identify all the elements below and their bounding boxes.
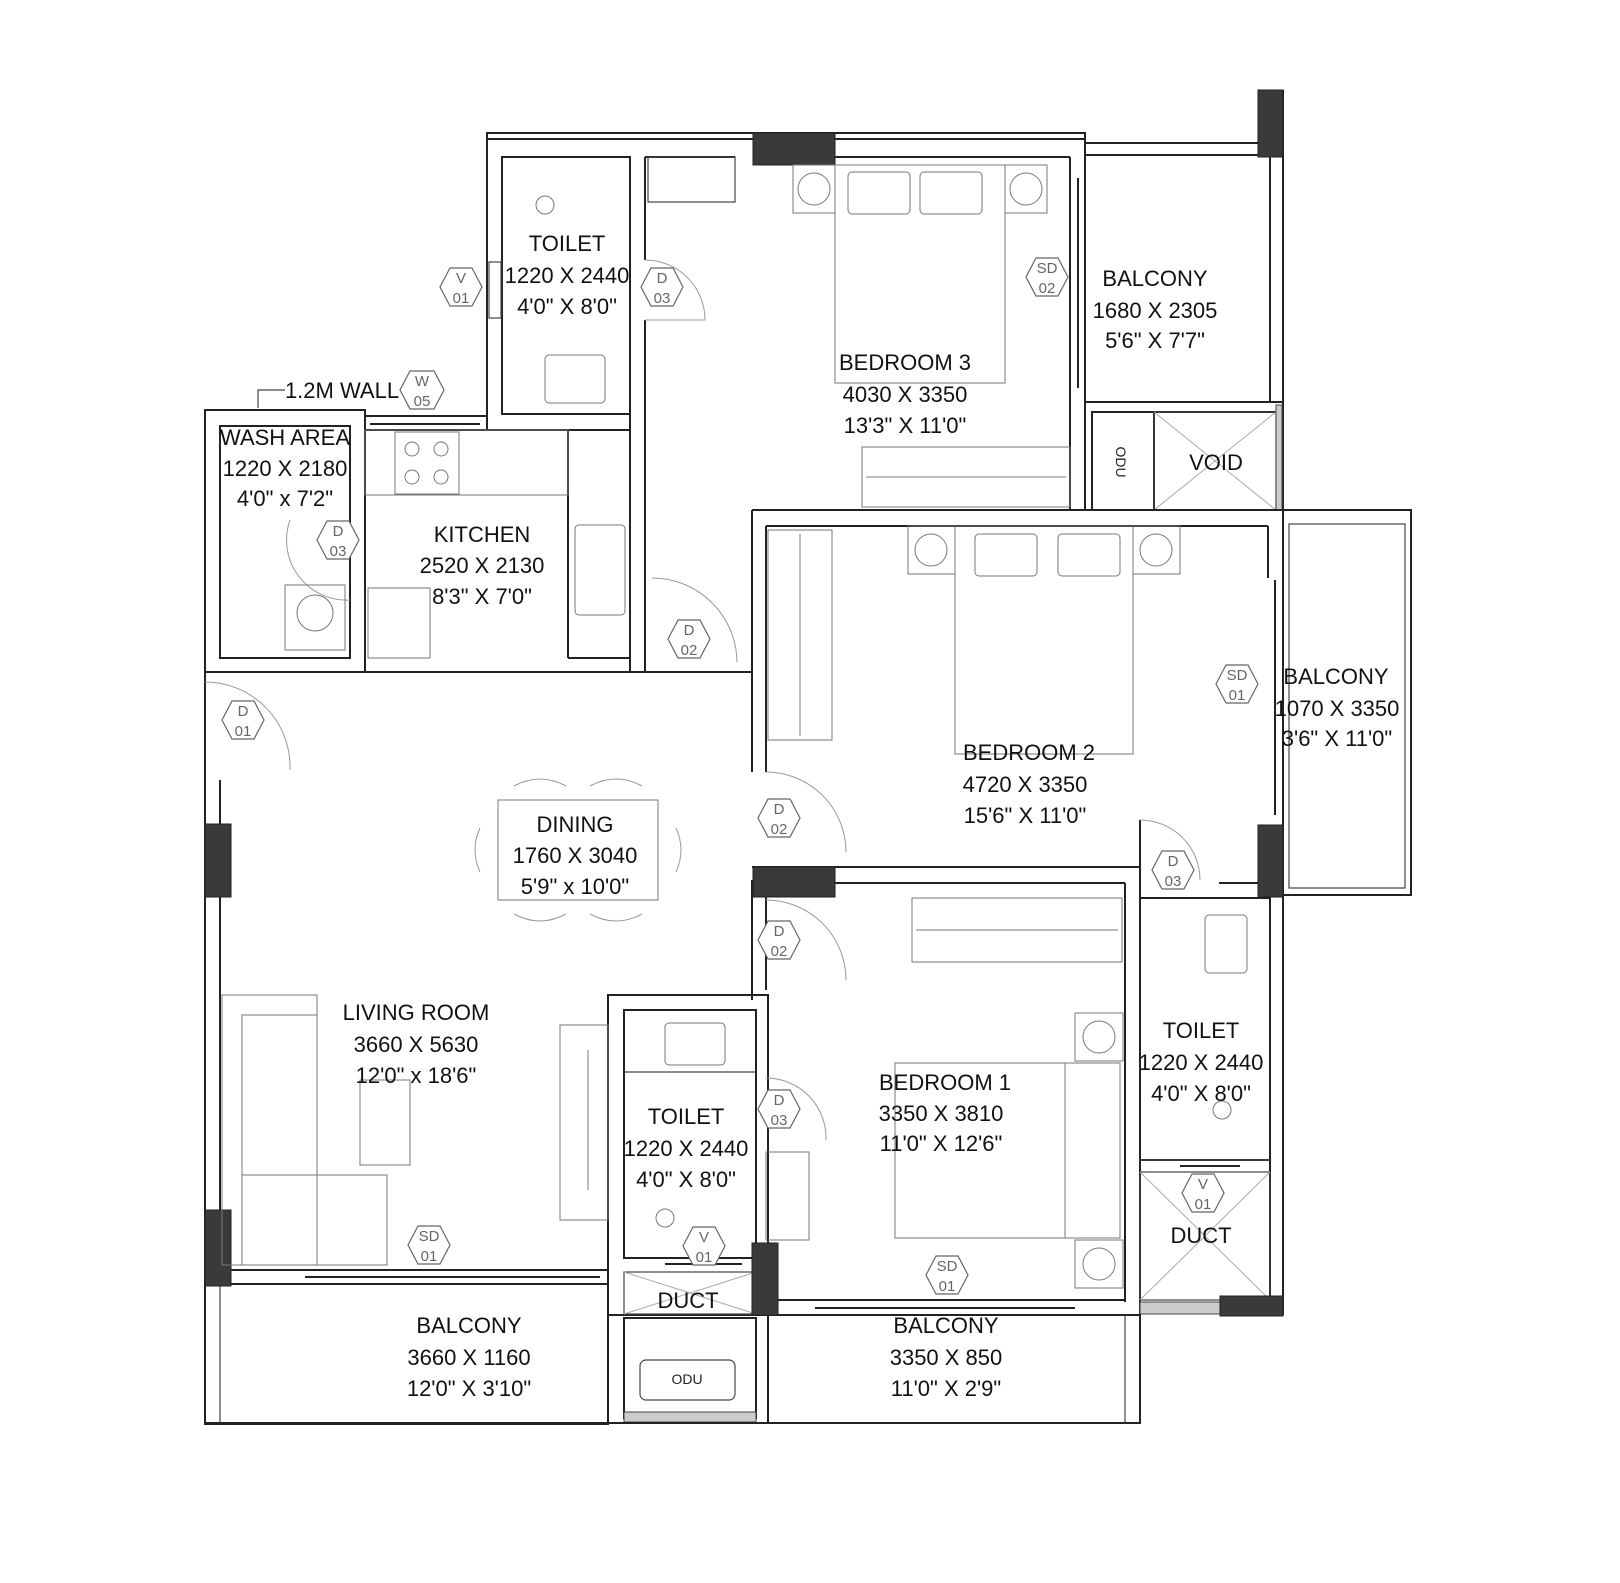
tag-num: 01 xyxy=(421,1248,438,1265)
room-imperial: 13'3" X 11'0" xyxy=(844,413,967,438)
door-swings xyxy=(204,259,1201,1141)
tag-num: 03 xyxy=(330,543,347,560)
room-name: BALCONY xyxy=(893,1313,998,1338)
room-imperial: 8'3" X 7'0" xyxy=(432,584,532,609)
tag-num: 01 xyxy=(1229,687,1246,704)
room-imperial: 12'0" x 18'6" xyxy=(356,1063,477,1088)
tag-num: 03 xyxy=(654,290,671,307)
tag-type: D xyxy=(684,622,695,639)
tag-type: D xyxy=(1168,853,1179,870)
room-imperial: 3'6" X 11'0" xyxy=(1282,726,1392,751)
furniture xyxy=(221,164,1248,1289)
tag-num: 02 xyxy=(771,943,788,960)
tag-type: SD xyxy=(419,1228,440,1245)
tag-type: SD xyxy=(937,1258,958,1275)
tag-type: W xyxy=(415,373,430,390)
tag-type: V xyxy=(1198,1176,1208,1193)
tag-type: D xyxy=(774,923,785,940)
room-imperial: 11'0" X 2'9" xyxy=(891,1376,1001,1401)
tag-num: 01 xyxy=(453,290,470,307)
tag-type: D xyxy=(774,801,785,818)
room-metric: 1680 X 2305 xyxy=(1093,298,1218,323)
room-name: DUCT xyxy=(657,1288,718,1313)
room-imperial: 4'0" X 8'0" xyxy=(517,294,617,319)
tag-type: SD xyxy=(1227,667,1248,684)
tag-type: D xyxy=(333,523,344,540)
wall-note: 1.2M WALL xyxy=(257,378,399,408)
odu-label-top: ODU xyxy=(1113,446,1129,477)
walls xyxy=(204,90,1412,1425)
tag-num: 01 xyxy=(696,1249,713,1266)
odu-label-bottom: ODU xyxy=(671,1371,702,1387)
room-metric: 4030 X 3350 xyxy=(843,382,968,407)
room-imperial: 15'6" X 11'0" xyxy=(964,803,1087,828)
tag-hexes xyxy=(221,257,1259,1295)
tag-type: D xyxy=(774,1092,785,1109)
room-name: DUCT xyxy=(1170,1223,1231,1248)
room-metric: 3350 X 3810 xyxy=(879,1101,1004,1126)
room-name: VOID xyxy=(1189,450,1243,475)
room-name: BEDROOM 3 xyxy=(839,350,971,375)
tag-num: 01 xyxy=(1195,1196,1212,1213)
tag-num: 02 xyxy=(681,642,698,659)
room-name: BALCONY xyxy=(416,1313,521,1338)
room-metric: 1220 X 2180 xyxy=(223,456,348,481)
tag-num: 03 xyxy=(1165,873,1182,890)
tag-type: SD xyxy=(1037,260,1058,277)
tags: V 01 D 03 W 05 SD 02 D 03 D 02 D 01 SD 0… xyxy=(235,260,1248,1295)
room-name: WASH AREA xyxy=(220,425,350,450)
room-imperial: 5'6" X 7'7" xyxy=(1105,328,1205,353)
room-metric: 3660 X 1160 xyxy=(407,1345,530,1370)
room-metric: 3350 X 850 xyxy=(890,1345,1003,1370)
wall-note-label: 1.2M WALL xyxy=(285,378,399,403)
tag-num: 02 xyxy=(1039,280,1056,297)
tag-type: V xyxy=(456,270,466,287)
tag-num: 01 xyxy=(235,723,252,740)
room-imperial: 4'0" x 7'2" xyxy=(237,486,333,511)
room-name: BEDROOM 2 xyxy=(963,740,1095,765)
tag-type: V xyxy=(699,1229,709,1246)
room-metric: 1070 X 3350 xyxy=(1275,696,1400,721)
room-name: BALCONY xyxy=(1283,664,1388,689)
tag-num: 05 xyxy=(414,393,431,410)
room-imperial: 4'0" X 8'0" xyxy=(1151,1081,1251,1106)
room-imperial: 5'9" x 10'0" xyxy=(521,874,629,899)
room-labels: TOILET 1220 X 2440 4'0" X 8'0" BEDROOM 3… xyxy=(220,231,1399,1401)
room-name: TOILET xyxy=(648,1104,725,1129)
room-name: DINING xyxy=(537,812,614,837)
room-metric: 1760 X 3040 xyxy=(513,843,638,868)
room-metric: 3660 X 5630 xyxy=(354,1032,479,1057)
room-name: TOILET xyxy=(529,231,606,256)
room-imperial: 11'0" X 12'6" xyxy=(880,1131,1003,1156)
room-metric: 1220 X 2440 xyxy=(624,1136,749,1161)
room-metric: 2520 X 2130 xyxy=(420,553,545,578)
tag-type: D xyxy=(238,703,249,720)
room-metric: 1220 X 2440 xyxy=(505,263,630,288)
tag-num: 01 xyxy=(939,1278,956,1295)
room-name: BALCONY xyxy=(1102,266,1207,291)
tag-num: 03 xyxy=(771,1112,788,1129)
room-name: BEDROOM 1 xyxy=(879,1070,1011,1095)
room-imperial: 4'0" X 8'0" xyxy=(636,1167,736,1192)
room-metric: 4720 X 3350 xyxy=(963,772,1088,797)
tag-num: 02 xyxy=(771,821,788,838)
room-metric: 1220 X 2440 xyxy=(1139,1050,1264,1075)
room-name: TOILET xyxy=(1163,1018,1240,1043)
room-imperial: 12'0" X 3'10" xyxy=(407,1376,531,1401)
tag-type: D xyxy=(657,270,668,287)
room-name: KITCHEN xyxy=(434,522,531,547)
columns xyxy=(204,89,1284,1317)
room-name: LIVING ROOM xyxy=(343,1000,490,1025)
